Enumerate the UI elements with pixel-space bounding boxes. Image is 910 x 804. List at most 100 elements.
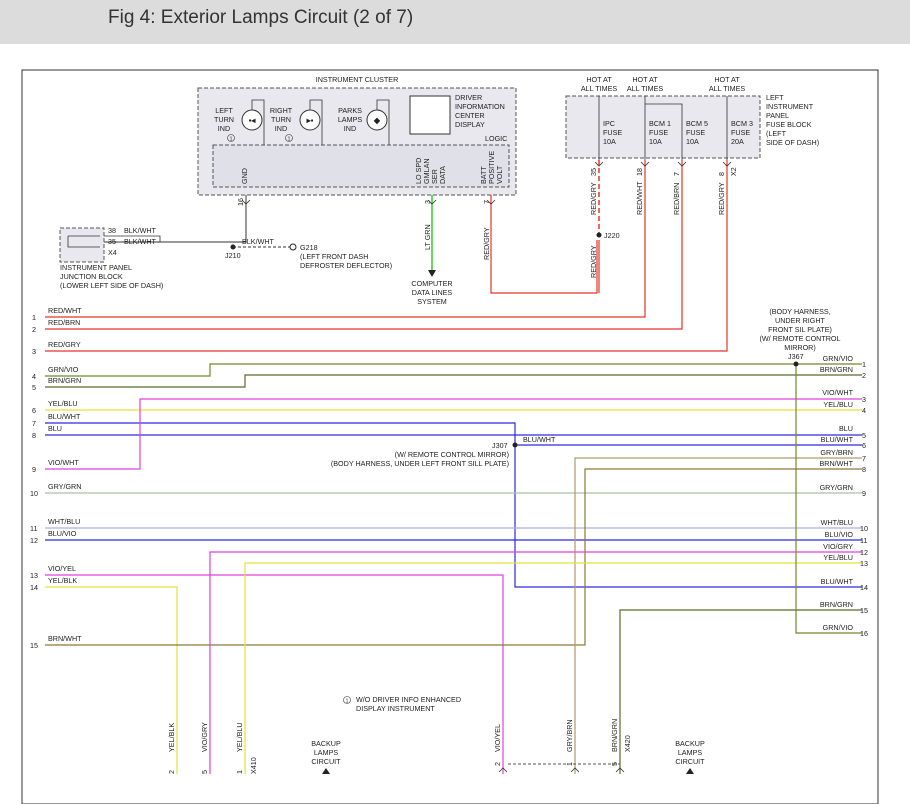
right-num-4: 4: [862, 406, 866, 415]
left-label-3: RED/GRY: [48, 340, 81, 349]
right-label-1: GRN/VIO: [823, 354, 854, 363]
note-1-num-b: 1: [288, 137, 291, 143]
fuse-pin-8: 8: [717, 172, 726, 176]
left-turn-label-3: IND: [218, 124, 230, 133]
right-turn-label-3: IND: [275, 124, 287, 133]
right-num-5: 5: [862, 431, 866, 440]
dic-display-icon: [409, 95, 451, 135]
j367-note-3: FRONT SIL PLATE): [768, 325, 832, 334]
left-label-13: VIO/YEL: [48, 564, 76, 573]
bottom-vio-yel: VIO/YEL: [493, 724, 502, 752]
data-pin: 3: [423, 200, 432, 204]
backup-right-2: LAMPS: [678, 748, 703, 757]
right-label-7: GRY/BRN: [820, 448, 853, 457]
fuse-bcm3-2: FUSE: [731, 128, 750, 137]
footnote-icon: [343, 696, 351, 704]
left-num-2: 2: [32, 325, 36, 334]
junction-wire-2: BLK/WHT: [124, 237, 157, 246]
hot3-a: HOT AT: [714, 75, 740, 84]
bcm3-wire-label: RED/GRY: [717, 182, 726, 215]
computer-label-2: DATA LINES: [412, 288, 453, 297]
left-turn-label-2: TURN: [214, 115, 234, 124]
batt-label-3: VOLT: [495, 165, 504, 184]
bottom-vio-gry: VIO/GRY: [200, 722, 209, 752]
note-1-icon: [227, 134, 235, 142]
left-label-6: YEL/BLU: [48, 399, 78, 408]
hot3-b: ALL TIMES: [709, 84, 746, 93]
junction-label-2: JUNCTION BLOCK: [60, 272, 123, 281]
bottom-pin-d: 2: [493, 762, 502, 766]
fuse-block-label-1: LEFT: [766, 93, 784, 102]
left-num-7: 7: [32, 419, 36, 428]
j367-note-1: (BODY HARNESS,: [769, 307, 830, 316]
dic-label-4: DISPLAY: [455, 120, 485, 129]
parks-label-2: LAMPS: [338, 115, 363, 124]
lt-grn-label: LT GRN: [423, 224, 432, 250]
right-label-11: BLU/VIO: [825, 530, 854, 539]
j367-note-4: (W/ REMOTE CONTROL: [759, 334, 840, 343]
left-label-11: WHT/BLU: [48, 517, 80, 526]
left-turn-label-1: LEFT: [215, 106, 233, 115]
right-wire-labels: GRN/VIO 1 BRN/GRN 2 VIO/WHT 3 YEL/BLU 4 …: [819, 354, 868, 638]
fuse-ipc-2: FUSE: [603, 128, 622, 137]
fuse-bcm5-3: 10A: [686, 137, 699, 146]
right-label-15: BRN/GRN: [820, 600, 853, 609]
footnote-line-2: DISPLAY INSTRUMENT: [356, 704, 435, 713]
fuse-connector-x2: X2: [729, 167, 738, 176]
left-wire-labels: 1 RED/WHT 2 RED/BRN 3 RED/GRY 4 GRN/VIO …: [30, 306, 82, 650]
left-label-14: YEL/BLK: [48, 576, 77, 585]
data-label-1: LO SPD: [414, 158, 423, 184]
ground-g218-icon: [289, 243, 297, 251]
left-label-12: BLU/VIO: [48, 529, 77, 538]
left-turn-lamp-glyph: ▪◂: [249, 116, 257, 125]
right-label-9: GRY/GRN: [820, 483, 853, 492]
left-label-1: RED/WHT: [48, 306, 82, 315]
left-label-8: BLU: [48, 424, 62, 433]
right-label-8: BRN/WHT: [819, 459, 853, 468]
fuse-block-label-4: FUSE BLOCK: [766, 120, 812, 129]
bottom-gry-brn: GRY/BRN: [565, 719, 574, 752]
logic-box: [212, 144, 510, 188]
fuse-bcm1-2: FUSE: [649, 128, 668, 137]
j220-wire-label: RED/GRY: [589, 245, 598, 278]
left-num-15: 15: [30, 641, 38, 650]
right-num-1: 1: [862, 360, 866, 369]
hot1-b: ALL TIMES: [581, 84, 618, 93]
bottom-pin-a: 2: [167, 770, 176, 774]
fuse-bcm1-3: 10A: [649, 137, 662, 146]
left-num-5: 5: [32, 383, 36, 392]
j367-note-2: UNDER RIGHT: [775, 316, 826, 325]
right-label-12: VIO/GRY: [823, 542, 853, 551]
parks-label-1: PARKS: [338, 106, 362, 115]
computer-label-1: COMPUTER: [411, 279, 452, 288]
computer-label-3: SYSTEM: [417, 297, 447, 306]
j367-splice: [793, 361, 799, 367]
bottom-brn-grn: BRN/GRN: [610, 719, 619, 752]
left-num-9: 9: [32, 465, 36, 474]
g218-label: G218: [300, 243, 318, 252]
left-label-4: GRN/VIO: [48, 365, 79, 374]
note-1-num: 1: [230, 137, 233, 143]
fuse-bcm3-1: BCM 3: [731, 119, 753, 128]
logic-label: LOGIC: [485, 134, 507, 143]
parks-label-3: IND: [344, 124, 356, 133]
batt-wire-label: RED/GRY: [482, 227, 491, 260]
right-num-13: 13: [860, 559, 868, 568]
junction-wire-1: BLK/WHT: [124, 226, 157, 235]
batt-label-2: POSITIVE: [487, 151, 496, 184]
left-num-8: 8: [32, 431, 36, 440]
gnd-label: GND: [240, 168, 249, 184]
right-num-8: 8: [862, 465, 866, 474]
j307-wire: BLU/WHT: [523, 435, 556, 444]
left-label-7: BLU/WHT: [48, 412, 81, 421]
footnote-num: 1: [346, 699, 349, 705]
left-label-15: BRN/WHT: [48, 634, 82, 643]
right-label-13: YEL/BLU: [823, 553, 853, 562]
right-label-10: WHT/BLU: [821, 518, 853, 527]
right-label-5: BLU: [839, 424, 853, 433]
left-num-12: 12: [30, 536, 38, 545]
fuse-pin-18: 18: [635, 168, 644, 176]
junction-label-1: INSTRUMENT PANEL: [60, 263, 132, 272]
bottom-connector-x410: X410: [249, 757, 258, 774]
